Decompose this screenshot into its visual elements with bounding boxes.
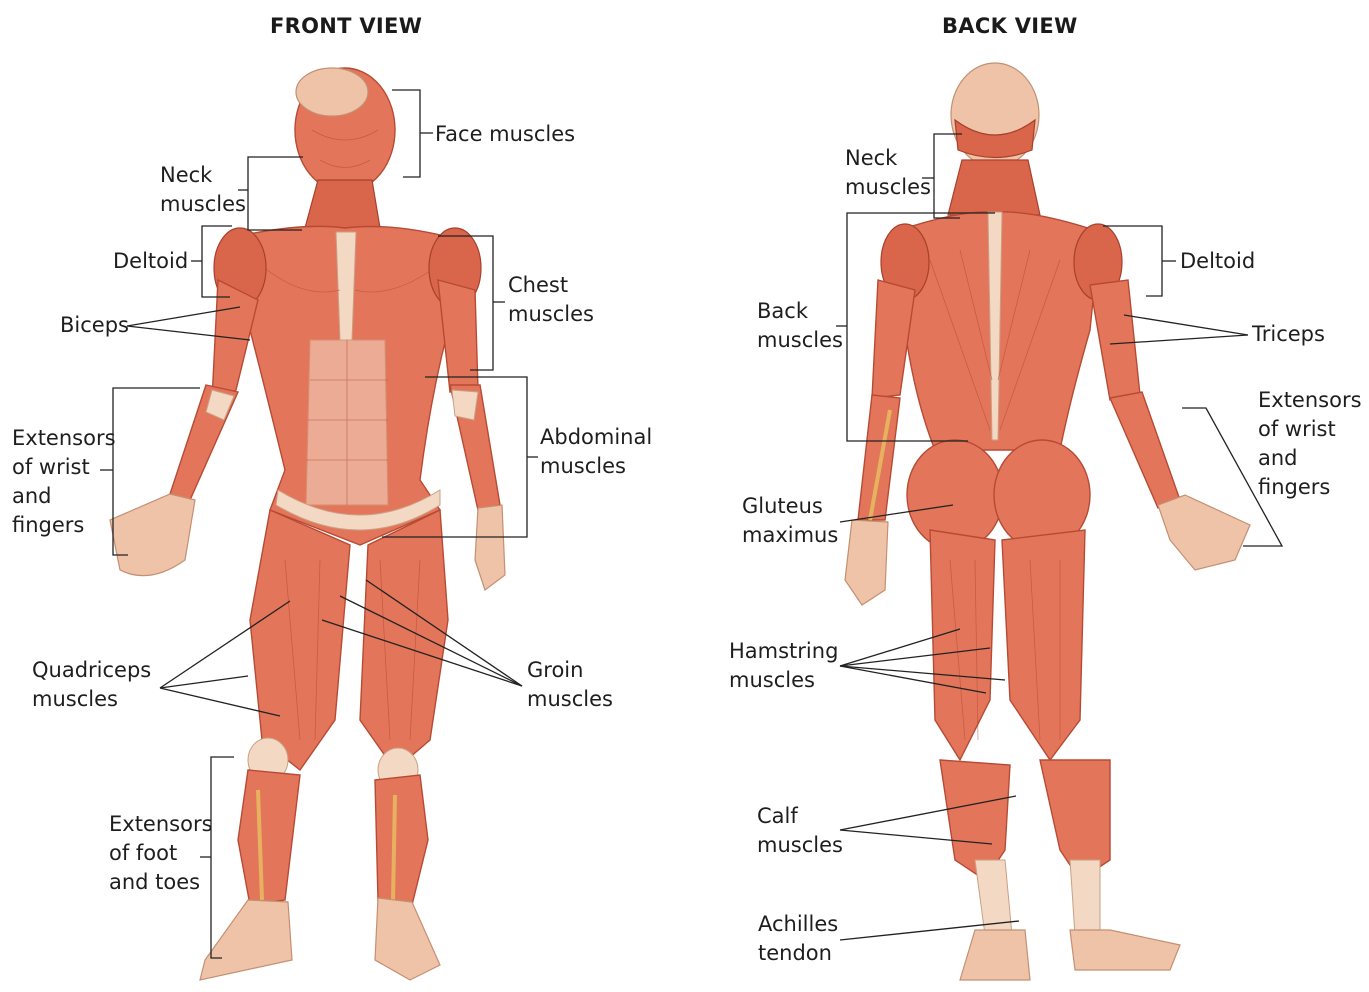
label-deltoid-front: Deltoid — [113, 247, 188, 276]
front-view-title: FRONT VIEW — [270, 14, 422, 38]
label-triceps: Triceps — [1252, 320, 1325, 349]
back-view-title: BACK VIEW — [942, 14, 1078, 38]
label-face-muscles: Face muscles — [435, 120, 575, 149]
label-deltoid-back: Deltoid — [1180, 247, 1255, 276]
label-biceps: Biceps — [60, 311, 129, 340]
